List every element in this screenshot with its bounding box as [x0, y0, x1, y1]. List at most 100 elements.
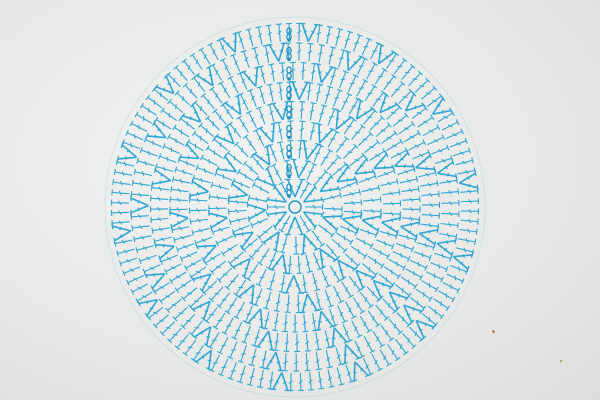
- double-crochet-icon: [390, 81, 406, 97]
- double-crochet-icon: [194, 236, 213, 247]
- double-crochet-icon: [329, 308, 339, 327]
- increase-v-icon: [299, 293, 321, 314]
- double-crochet-icon: [343, 143, 359, 159]
- double-crochet-icon: [205, 145, 223, 159]
- double-crochet-icon: [312, 252, 323, 271]
- double-crochet-icon: [395, 242, 415, 253]
- double-crochet-icon: [112, 179, 131, 186]
- increase-v-icon: [215, 153, 237, 173]
- increase-v-icon: [266, 42, 288, 62]
- double-crochet-icon: [440, 222, 459, 229]
- double-crochet-icon: [231, 322, 243, 340]
- double-crochet-icon: [150, 195, 169, 202]
- increase-v-icon: [263, 351, 285, 372]
- increase-v-icon: [319, 173, 342, 193]
- double-crochet-icon: [130, 213, 149, 220]
- double-crochet-icon: [189, 52, 203, 70]
- chain-icon: [286, 144, 292, 152]
- double-crochet-icon: [325, 350, 334, 369]
- double-crochet-icon: [348, 97, 361, 115]
- increase-v-icon: [116, 141, 138, 163]
- double-crochet-icon: [315, 332, 322, 351]
- double-crochet-icon: [401, 186, 420, 193]
- double-crochet-icon: [293, 353, 300, 372]
- double-crochet-icon: [336, 367, 345, 386]
- double-crochet-icon: [420, 222, 440, 230]
- double-crochet-icon: [388, 318, 404, 335]
- increase-v-icon: [372, 279, 394, 301]
- double-crochet-icon: [266, 251, 277, 270]
- double-crochet-icon: [276, 140, 285, 160]
- double-crochet-icon: [296, 22, 303, 42]
- double-crochet-icon: [145, 94, 163, 109]
- increase-v-icon: [300, 139, 322, 160]
- double-crochet-icon: [179, 251, 198, 263]
- double-crochet-icon: [344, 253, 361, 269]
- double-crochet-icon: [152, 314, 169, 329]
- double-crochet-icon: [372, 247, 391, 260]
- double-crochet-icon: [399, 175, 419, 184]
- double-crochet-icon: [337, 305, 348, 324]
- increase-v-icon: [143, 272, 166, 292]
- double-crochet-icon: [306, 82, 314, 101]
- double-crochet-icon: [386, 51, 400, 69]
- double-crochet-icon: [182, 82, 198, 99]
- double-crochet-icon: [323, 192, 342, 201]
- increase-v-icon: [190, 300, 211, 322]
- increase-v-icon: [415, 152, 437, 173]
- double-crochet-icon: [380, 178, 399, 187]
- slip-stitch-icon: [287, 96, 291, 101]
- double-crochet-icon: [154, 116, 172, 130]
- double-crochet-icon: [188, 320, 204, 337]
- double-crochet-icon: [227, 251, 244, 267]
- double-crochet-icon: [335, 27, 344, 47]
- increase-v-icon: [303, 211, 325, 231]
- double-crochet-icon: [190, 345, 204, 363]
- double-crochet-icon: [153, 236, 172, 245]
- double-crochet-icon: [304, 333, 311, 352]
- double-crochet-icon: [341, 92, 353, 111]
- double-crochet-icon: [111, 220, 130, 227]
- double-crochet-icon: [415, 288, 433, 302]
- double-crochet-icon: [327, 369, 335, 388]
- double-crochet-icon: [382, 189, 401, 196]
- increase-v-icon: [194, 64, 214, 87]
- double-crochet-icon: [240, 49, 250, 69]
- double-crochet-icon: [441, 211, 460, 218]
- double-crochet-icon: [329, 265, 343, 283]
- increase-v-icon: [388, 291, 410, 312]
- double-crochet-icon: [250, 218, 269, 229]
- double-crochet-icon: [421, 212, 440, 219]
- increase-v-icon: [230, 257, 251, 280]
- double-crochet-icon: [394, 338, 409, 356]
- increase-v-icon: [361, 213, 383, 234]
- slip-stitch-icon: [287, 116, 291, 120]
- double-crochet-icon: [402, 206, 421, 213]
- increase-v-icon: [300, 234, 321, 256]
- double-crochet-icon: [324, 330, 333, 349]
- double-crochet-icon: [248, 348, 257, 367]
- double-crochet-icon: [221, 317, 234, 336]
- double-crochet-icon: [235, 30, 245, 50]
- chain-icon: [286, 85, 292, 94]
- double-crochet-icon: [191, 130, 209, 145]
- increase-v-icon: [284, 216, 306, 236]
- magic-ring-icon: [288, 200, 302, 214]
- double-crochet-icon: [175, 243, 195, 253]
- double-crochet-icon: [227, 208, 247, 215]
- double-crochet-icon: [286, 255, 293, 275]
- double-crochet-icon: [135, 245, 154, 254]
- double-crochet-icon: [236, 115, 249, 133]
- double-crochet-icon: [195, 164, 214, 175]
- double-crochet-icon: [273, 293, 281, 312]
- double-crochet-icon: [188, 207, 208, 214]
- double-crochet-icon: [121, 139, 140, 149]
- double-crochet-icon: [386, 104, 402, 120]
- double-crochet-icon: [377, 167, 396, 178]
- double-crochet-icon: [237, 365, 246, 384]
- increase-v-icon: [289, 81, 311, 100]
- double-crochet-icon: [310, 62, 318, 82]
- double-crochet-icon: [364, 139, 381, 154]
- double-crochet-icon: [328, 46, 337, 65]
